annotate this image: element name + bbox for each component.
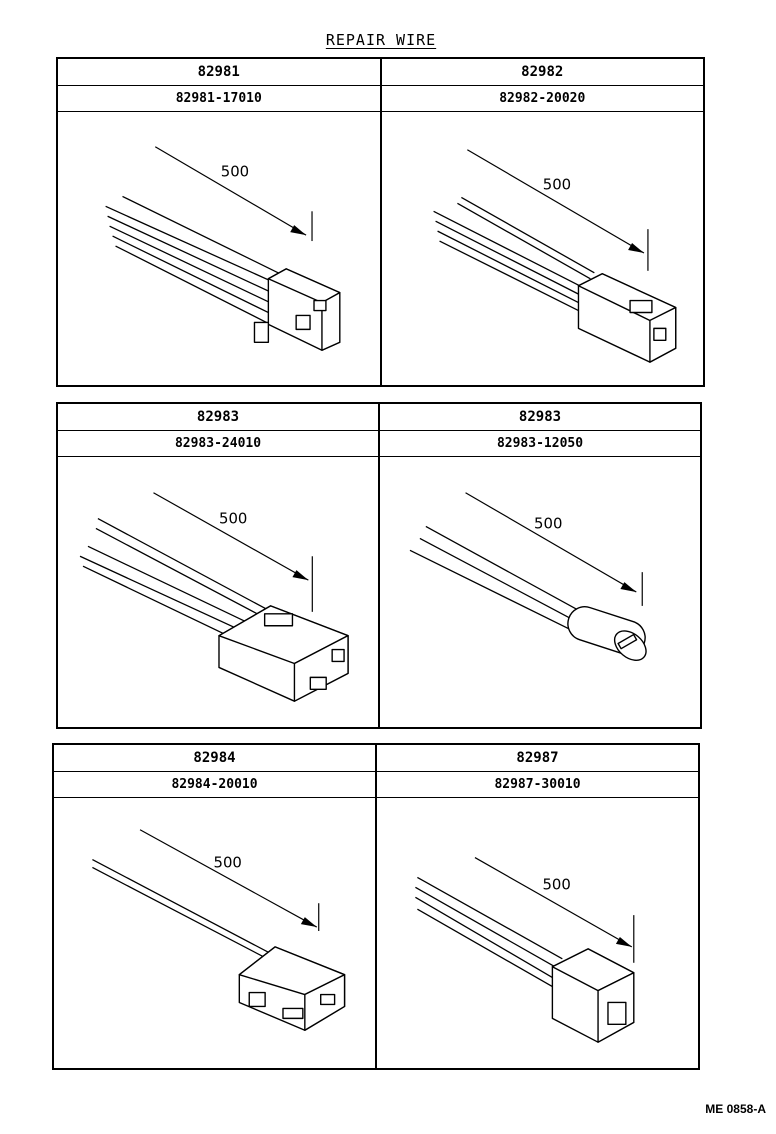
dimension-label: 500 bbox=[214, 853, 242, 871]
connector-drawing: 500 bbox=[54, 798, 375, 1068]
part-cell-82984[interactable]: 82984 82984-20010 500 bbox=[54, 745, 375, 1068]
parts-row-3: 82984 82984-20010 500 bbox=[52, 743, 700, 1070]
connector-drawing: 500 bbox=[58, 457, 378, 727]
arrow-head bbox=[615, 936, 632, 947]
drawing-code: ME 0858-A bbox=[705, 1102, 766, 1116]
part-number: 82981-17010 bbox=[58, 86, 380, 112]
part-cell-82987[interactable]: 82987 82987-30010 500 bbox=[375, 745, 698, 1068]
page-title: REPAIR WIRE bbox=[325, 31, 437, 49]
dimension-arrow bbox=[154, 146, 307, 236]
dimension-label: 500 bbox=[219, 510, 247, 528]
dimension-label: 500 bbox=[542, 875, 570, 893]
part-header: 82983 bbox=[380, 404, 700, 431]
dimension-arrow bbox=[465, 492, 637, 593]
connector-drawing: 500 bbox=[58, 112, 380, 385]
connector-housing bbox=[551, 948, 635, 1043]
dimension-arrow bbox=[466, 149, 644, 254]
connector-illustration: 500 bbox=[92, 829, 346, 1031]
arrow-head bbox=[300, 917, 317, 928]
wire-bundle bbox=[432, 196, 595, 312]
parts-row-2: 82983 82983-24010 500 bbox=[56, 402, 702, 729]
wire-bundle bbox=[409, 525, 589, 633]
connector-drawing: 500 bbox=[380, 457, 700, 727]
dimension-label: 500 bbox=[542, 175, 570, 193]
arrow-head bbox=[620, 582, 637, 592]
wire-bundle bbox=[105, 195, 285, 326]
connector-housing bbox=[567, 606, 647, 661]
part-cell-82983-b[interactable]: 82983 82983-12050 500 bbox=[378, 404, 700, 727]
wire-bundle bbox=[415, 876, 563, 988]
connector-illustration: 500 bbox=[105, 146, 341, 351]
part-header: 82982 bbox=[381, 59, 703, 86]
part-number: 82983-24010 bbox=[58, 431, 378, 457]
part-number: 82984-20010 bbox=[54, 772, 375, 798]
wire-bundle bbox=[79, 517, 272, 649]
parts-row-1: 82981 82981-17010 500 bbox=[56, 57, 705, 387]
part-number: 82982-20020 bbox=[381, 86, 703, 112]
part-number: 82983-12050 bbox=[380, 431, 700, 457]
connector-housing bbox=[218, 605, 349, 702]
part-cell-82982[interactable]: 82982 82982-20020 500 bbox=[379, 59, 704, 385]
connector-housing bbox=[238, 946, 346, 1031]
connector-illustration: 500 bbox=[409, 492, 647, 661]
dimension-arrow bbox=[474, 857, 633, 948]
wire-bundle bbox=[92, 858, 278, 964]
connector-housing bbox=[253, 268, 341, 351]
part-header: 82981 bbox=[58, 59, 380, 86]
part-header: 82987 bbox=[377, 745, 698, 772]
dimension-arrow bbox=[139, 829, 318, 928]
dimension-arrow bbox=[153, 492, 309, 581]
connector-illustration: 500 bbox=[432, 149, 676, 363]
dimension-label: 500 bbox=[534, 514, 562, 532]
arrow-head bbox=[292, 570, 309, 581]
part-number: 82987-30010 bbox=[377, 772, 698, 798]
arrow-head bbox=[627, 243, 644, 253]
part-cell-82981[interactable]: 82981 82981-17010 500 bbox=[58, 59, 380, 385]
connector-drawing: 500 bbox=[377, 798, 698, 1068]
connector-illustration: 500 bbox=[415, 857, 635, 1043]
connector-drawing: 500 bbox=[382, 112, 704, 385]
part-header: 82984 bbox=[54, 745, 375, 772]
dimension-label: 500 bbox=[221, 163, 249, 181]
connector-illustration: 500 bbox=[79, 492, 349, 702]
connector-housing bbox=[577, 273, 676, 363]
arrow-head bbox=[290, 225, 307, 236]
part-cell-82983-a[interactable]: 82983 82983-24010 500 bbox=[58, 404, 378, 727]
part-header: 82983 bbox=[58, 404, 378, 431]
